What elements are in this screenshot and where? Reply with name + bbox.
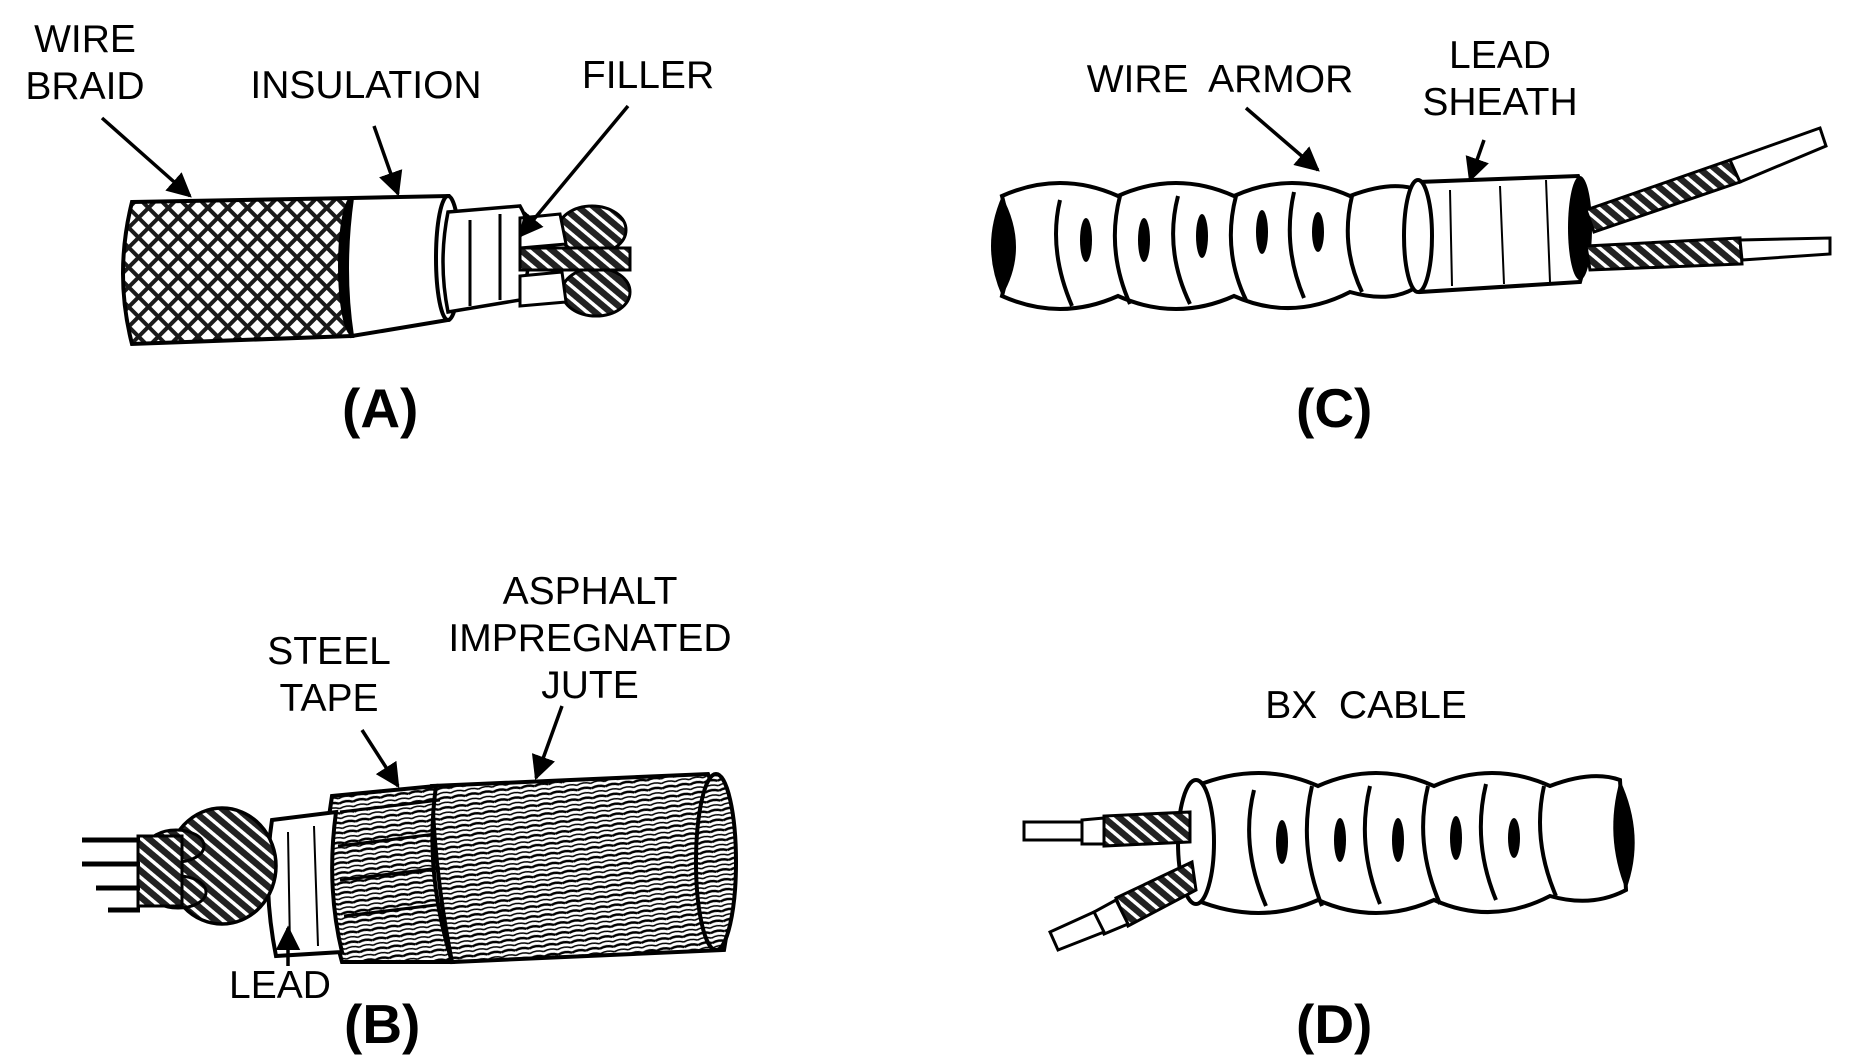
steel-tape-label: STEEL TAPE [267, 630, 391, 720]
conductors-d [1022, 810, 1198, 952]
asphalt-jute-label: ASPHALT IMPREGNATED JUTE [448, 570, 732, 707]
insulation-label: INSULATION [250, 64, 482, 107]
panel-d-drawing [1022, 771, 1635, 952]
insulation-shape [345, 193, 451, 339]
panel-a-drawing [100, 104, 632, 347]
lead-label: LEAD [229, 964, 331, 1007]
panel-b-drawing [82, 705, 738, 966]
panel-a-caption: (A) [342, 377, 419, 439]
wire-braid-label: WIRE BRAID [25, 18, 145, 108]
panel-c-drawing [991, 106, 1832, 311]
conductors-a [518, 204, 632, 318]
bx-armor-shape [1188, 771, 1629, 915]
wire-armor-label: WIRE ARMOR [1086, 58, 1354, 101]
panel-c-caption: (C) [1296, 377, 1373, 439]
conductors-b [82, 806, 278, 926]
asphalt-jute-shape [429, 771, 733, 965]
wire-braid-shape [121, 195, 355, 347]
panel-d-caption: (D) [1296, 993, 1373, 1055]
filler-label: FILLER [581, 54, 715, 97]
conductors-c [1584, 126, 1832, 272]
bx-cable-label: BX CABLE [1265, 684, 1467, 727]
panel-b-caption: (B) [344, 993, 421, 1055]
lead-sheath-c-shape [1408, 173, 1590, 295]
filler-shape [441, 204, 532, 315]
lead-sheath-label: LEAD SHEATH [1422, 34, 1578, 124]
wire-armor-shape [999, 181, 1420, 311]
lead-sheath-shape [265, 809, 345, 959]
